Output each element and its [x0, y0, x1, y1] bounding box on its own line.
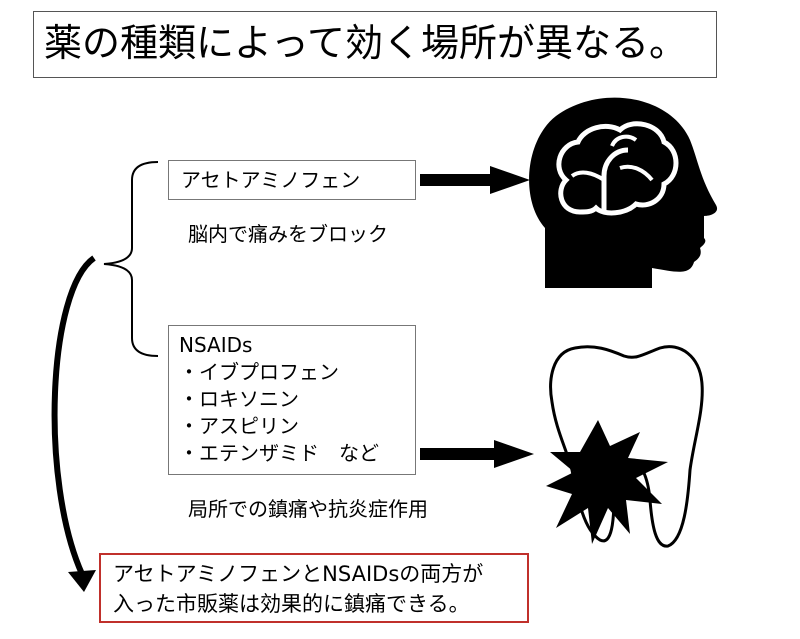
- arrow-to-tooth: [420, 440, 534, 468]
- acetaminophen-box: アセトアミノフェン: [168, 160, 416, 200]
- nsaids-item: ・イブプロフェン: [179, 360, 339, 384]
- nsaids-caption: 局所での鎮痛や抗炎症作用: [188, 497, 428, 521]
- nsaids-item: ・アスピリン: [179, 414, 299, 438]
- arrow-to-brain: [420, 166, 530, 194]
- nsaids-heading: NSAIDs: [179, 333, 253, 357]
- nsaids-item: ・ロキソニン: [179, 387, 299, 411]
- nsaids-item: ・エテンザミド など: [179, 441, 379, 465]
- acetaminophen-caption: 脳内で痛みをブロック: [188, 222, 388, 246]
- grouping-bracket: [103, 161, 159, 357]
- summary-line-1: アセトアミノフェンとNSAIDsの両方が: [113, 562, 484, 586]
- summary-line-2: 入った市販薬は効果的に鎮痛できる。: [113, 592, 470, 616]
- curved-arrow: [51, 255, 96, 576]
- head-brain-icon: [529, 97, 718, 288]
- page-title: 薬の種類によって効く場所が異なる。: [33, 11, 717, 78]
- nsaids-box: NSAIDs ・イブプロフェン ・ロキソニン ・アスピリン ・エテンザミド など: [168, 325, 416, 475]
- curved-arrow-head: [68, 570, 96, 592]
- tooth-pain-icon: [546, 345, 704, 548]
- summary-box: アセトアミノフェンとNSAIDsの両方が 入った市販薬は効果的に鎮痛できる。: [99, 553, 529, 623]
